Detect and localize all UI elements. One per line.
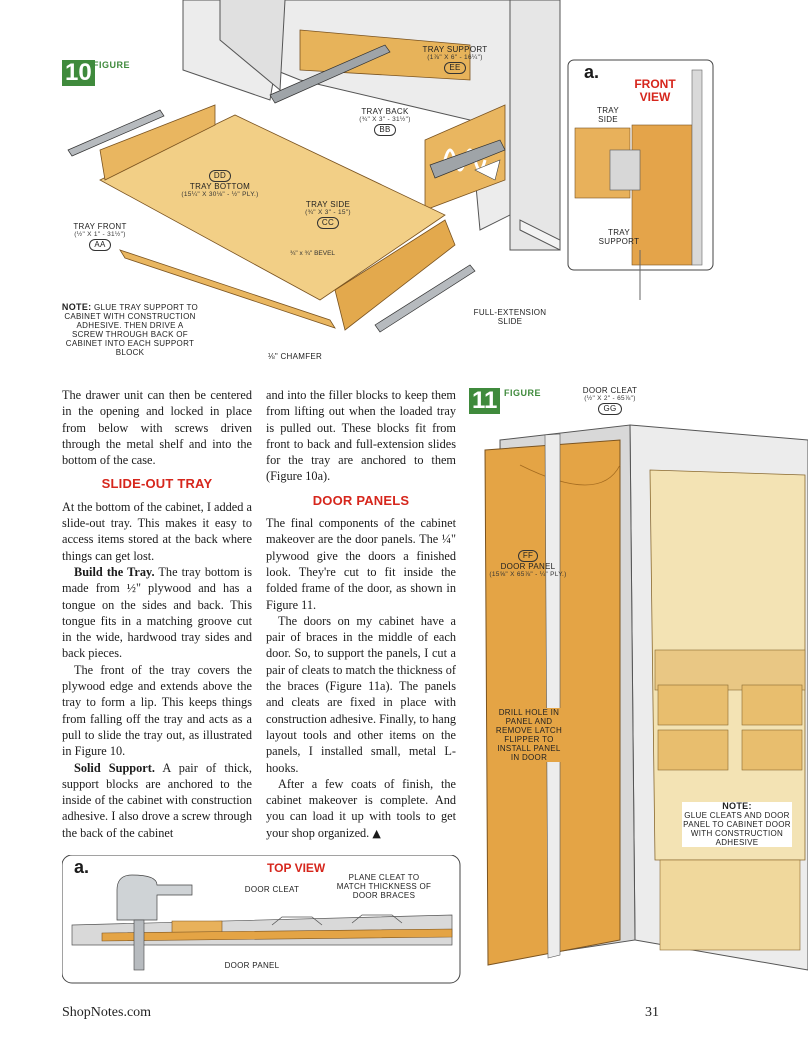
figure-10a-title-2: VIEW	[639, 90, 671, 104]
footer-page-number: 31	[645, 1005, 659, 1020]
label-tray-support-title: TRAY SUPPORT	[422, 45, 488, 54]
col2-paragraph-1: and into the filler blocks to keep them …	[266, 388, 456, 484]
label-tray-support: TRAY SUPPORT (1⅞" x 6" - 16¼") EE	[405, 45, 505, 74]
label-door-cleat-dim: (½" x 2" - 65⅞")	[584, 395, 636, 402]
figure-10-note-title: NOTE:	[61, 302, 92, 312]
label-top-door-panel: DOOR PANEL	[224, 961, 280, 970]
tag-gg: GG	[598, 403, 622, 415]
label-door-cleat: DOOR CLEAT (½" x 2" - 65⅞") GG	[570, 386, 650, 415]
label-tray-bottom-title: TRAY BOTTOM	[189, 182, 251, 191]
figure-10a-title: FRONT VIEW	[625, 78, 685, 104]
figure-11-note-body: GLUE CLEATS AND DOOR PANEL TO CABINET DO…	[683, 811, 791, 847]
label-top-door-cleat: DOOR CLEAT	[244, 885, 300, 894]
label-slide: FULL-EXTENSION SLIDE	[473, 308, 547, 326]
text-column-1: The drawer unit can then be centered in …	[62, 387, 252, 841]
label-tray-side-title: TRAY SIDE	[305, 200, 351, 209]
col1-paragraph-3-text: The tray bottom is made from ½" plywood …	[62, 564, 252, 661]
label-tray-back-dim: (¾" x 3" - 31½")	[359, 116, 411, 123]
col2-paragraph-2: The final components of the cabinet make…	[266, 516, 456, 612]
figure-11-word: FIGURE	[504, 388, 542, 398]
label-tray-front-title: TRAY FRONT	[73, 222, 127, 231]
label-tray-bottom-dim: (15¼" x 30⅛" - ½" Ply.)	[181, 191, 259, 198]
label-tray-back: TRAY BACK (¾" x 3" - 31½") BB	[340, 107, 430, 136]
figure-10a-tray-support: TRAY SUPPORT	[598, 228, 640, 246]
tag-aa: AA	[89, 239, 111, 251]
label-door-cleat-title: DOOR CLEAT	[582, 386, 638, 395]
label-tray-front-dim: (½" x 1" - 31½")	[74, 231, 126, 238]
figure-11-number: 11	[472, 387, 498, 414]
label-tray-back-title: TRAY BACK	[361, 107, 409, 116]
label-door-panel: FF DOOR PANEL (15⅝" x 65⅞" - ¼" Ply.)	[488, 550, 568, 579]
figure-11: 11 FIGURE DOOR CLEAT (½" x 2" - 65⅞") GG…	[460, 380, 808, 980]
tag-ee: EE	[444, 62, 466, 74]
figure-10-drawing	[67, 0, 714, 333]
col1-paragraph-1: The drawer unit can then be centered in …	[62, 388, 252, 468]
figure-10a-letter: a.	[584, 62, 600, 82]
figure-11-note: NOTE: GLUE CLEATS AND DOOR PANEL TO CABI…	[682, 802, 792, 847]
label-bevel: ¾" x ¾" BEVEL	[289, 250, 336, 257]
figure-11-drawing	[484, 424, 808, 971]
label-tray-side-dim: (¾" x 3" - 15")	[305, 209, 351, 216]
figure-10-note: NOTE: GLUE TRAY SUPPORT TO CABINET WITH …	[60, 302, 200, 358]
label-door-panel-title: DOOR PANEL	[500, 562, 556, 571]
text-column-2: and into the filler blocks to keep them …	[266, 387, 456, 842]
label-drill-hole: DRILL HOLE IN PANEL AND REMOVE LATCH FLI…	[492, 708, 566, 762]
figure-11-badge: 11	[469, 387, 501, 414]
label-tray-front: TRAY FRONT (½" x 1" - 31½") AA	[60, 222, 140, 251]
run-in-solid-support: Solid Support.	[74, 760, 155, 775]
figure-10-number: 10	[65, 59, 92, 86]
label-tray-bottom: DD TRAY BOTTOM (15¼" x 30⅛" - ½" Ply.)	[160, 170, 280, 199]
figure-10: 10 FIGURE TRAY SUPPORT (1⅞" x 6" - 16¼")…	[0, 0, 808, 375]
tag-dd: DD	[208, 170, 232, 182]
heading-slide-out-tray: SLIDE-OUT TRAY	[101, 476, 213, 492]
tag-cc: CC	[316, 217, 340, 229]
label-tray-side: TRAY SIDE (¾" x 3" - 15") CC	[288, 200, 368, 229]
footer-site: ShopNotes.com	[62, 1005, 152, 1020]
label-plane-cleat: PLANE CLEAT TO MATCH THICKNESS OF DOOR B…	[336, 873, 432, 900]
figure-10a-title-1: FRONT	[634, 77, 676, 91]
figure-11a-drawing	[62, 855, 461, 984]
col1-paragraph-5-text: A pair of thick, support blocks are anch…	[62, 760, 252, 840]
figure-11a-top-view: a. TOP VIEW DOOR CLEAT PLANE CLEAT TO MA…	[62, 855, 462, 985]
col1-paragraph-3: Build the Tray. The tray bottom is made …	[62, 564, 252, 662]
figure-11-note-title: NOTE:	[722, 801, 752, 811]
tag-bb: BB	[374, 124, 396, 136]
col2-paragraph-4-text: After a few coats of finish, the cabinet…	[266, 776, 456, 840]
figure-10-badge: 10	[62, 60, 95, 86]
figure-10a-tray-side: TRAY SIDE	[597, 106, 619, 124]
col2-paragraph-4: After a few coats of finish, the cabinet…	[266, 776, 456, 842]
col1-paragraph-5: Solid Support. A pair of thick, support …	[62, 760, 252, 841]
figure-10-word: FIGURE	[93, 60, 131, 70]
label-chamfer: ⅛" CHAMFER	[267, 352, 323, 361]
end-mark-icon: ▲	[372, 826, 381, 840]
figure-11a-title: TOP VIEW	[267, 861, 326, 875]
col1-paragraph-4: The front of the tray covers the plywood…	[62, 662, 252, 759]
figure-11a-letter: a.	[74, 857, 90, 877]
heading-door-panels: DOOR PANELS	[312, 492, 410, 508]
run-in-build-tray: Build the Tray.	[74, 564, 155, 579]
col2-paragraph-3: The doors on my cabinet have a pair of b…	[266, 613, 456, 775]
figure-10-note-body: GLUE TRAY SUPPORT TO CABINET WITH CONSTR…	[64, 303, 199, 357]
label-tray-support-dim: (1⅞" x 6" - 16¼")	[427, 54, 483, 61]
col1-paragraph-2: At the bottom of the cabinet, I added a …	[62, 499, 252, 563]
label-door-panel-dim: (15⅝" x 65⅞" - ¼" Ply.)	[489, 571, 567, 578]
tag-ff: FF	[517, 550, 539, 562]
